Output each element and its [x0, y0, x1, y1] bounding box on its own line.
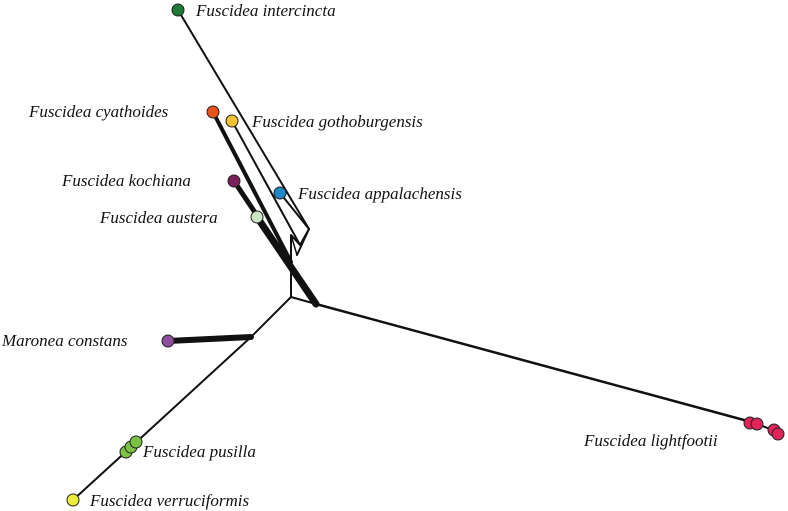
edge-hub — [290, 296, 317, 305]
edge-appalachensis — [279, 192, 310, 230]
network-edges — [72, 9, 776, 501]
node-lightfootii-2[interactable] — [750, 417, 764, 431]
edge-cyathoides — [211, 110, 293, 264]
tip-nodes — [66, 3, 785, 507]
label-cyathoides: Fuscidea cyathoides — [28, 102, 169, 121]
label-maronea: Maronea constans — [1, 331, 128, 350]
node-maronea[interactable] — [161, 334, 175, 348]
edge-pusilla — [130, 336, 252, 448]
label-kochiana: Fuscidea kochiana — [61, 171, 191, 190]
edge-basal — [250, 296, 292, 338]
label-austera: Fuscidea austera — [99, 208, 218, 227]
label-lightfootii: Fuscidea lightfootii — [583, 431, 718, 450]
taxon-labels: Fuscidea intercincta Fuscidea cyathoides… — [1, 1, 718, 510]
node-verruciformis[interactable] — [66, 493, 80, 507]
node-intercincta[interactable] — [171, 3, 185, 17]
label-verruciformis: Fuscidea verruciformis — [89, 491, 249, 510]
edge-austera — [253, 213, 320, 308]
node-pusilla-3[interactable] — [129, 435, 143, 449]
edge-lightfootii — [314, 302, 757, 425]
node-austera[interactable] — [250, 210, 264, 224]
node-cyathoides[interactable] — [206, 105, 220, 119]
label-gothoburgensis: Fuscidea gothoburgensis — [251, 112, 423, 131]
node-appalachensis[interactable] — [273, 186, 287, 200]
edge-box-inner — [290, 234, 298, 256]
edge-maronea — [165, 334, 254, 344]
label-pusilla: Fuscidea pusilla — [142, 442, 256, 461]
node-lightfootii-4[interactable] — [771, 427, 785, 441]
node-gothoburgensis[interactable] — [225, 114, 239, 128]
node-kochiana[interactable] — [227, 174, 241, 188]
label-appalachensis: Fuscidea appalachensis — [297, 184, 462, 203]
label-intercincta: Fuscidea intercincta — [195, 1, 336, 20]
